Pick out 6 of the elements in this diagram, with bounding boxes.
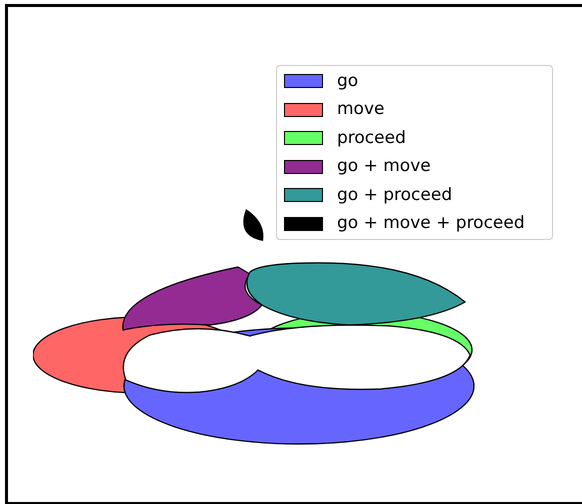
legend-label: move <box>337 101 384 118</box>
legend-label: proceed <box>337 130 406 147</box>
legend-label: go + move + proceed <box>337 215 525 232</box>
legend-label: go <box>337 72 358 90</box>
legend-label: go + proceed <box>337 186 452 204</box>
legend-label: go + move <box>337 158 431 176</box>
